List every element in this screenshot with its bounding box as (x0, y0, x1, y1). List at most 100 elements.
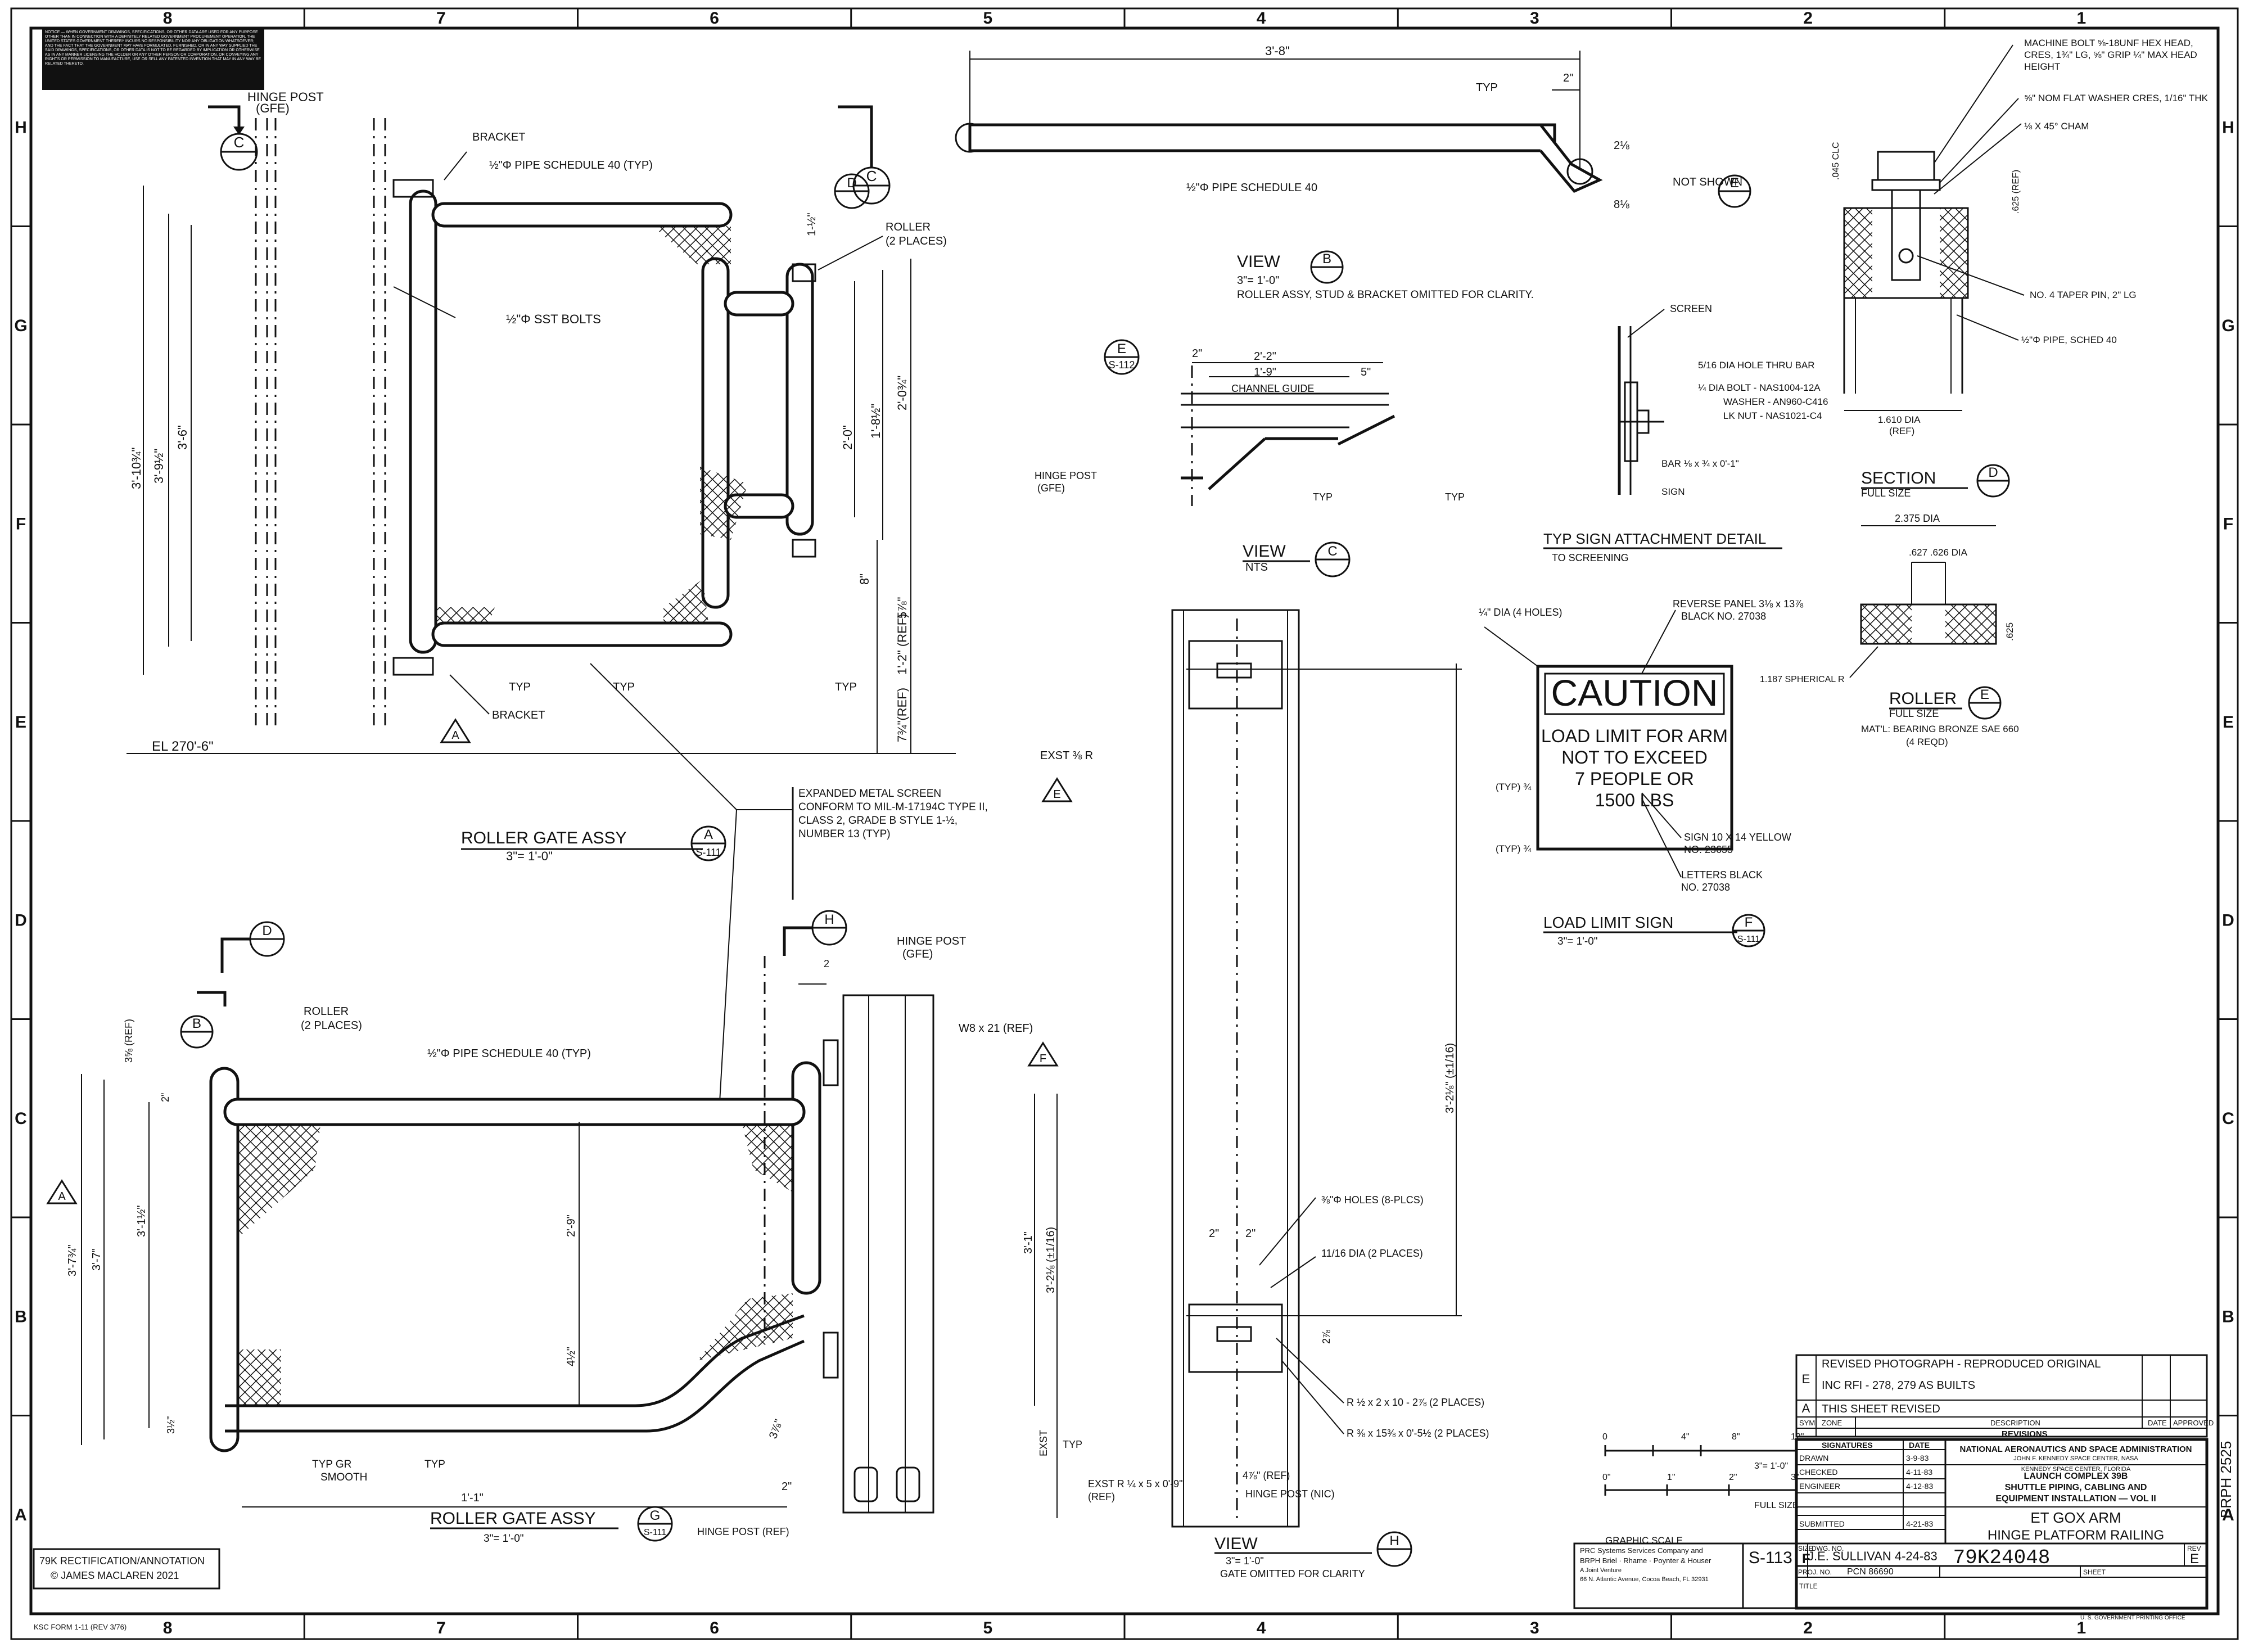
rev-desc: THIS SHEET REVISED (1822, 1403, 1940, 1415)
sheet-label: SHEET (2083, 1568, 2106, 1576)
hinge-post-label: HINGE POST (NIC) (1245, 1488, 1335, 1500)
rev-label: REV (2187, 1545, 2201, 1552)
caution-text: CAUTION (1551, 672, 1718, 714)
typ-label: TYP (613, 681, 635, 693)
roller-places-label: (2 PLACES) (886, 235, 947, 247)
smooth-label: SMOOTH (320, 1472, 367, 1483)
rev-head: SYM (1799, 1419, 1815, 1427)
dim-label: 3'-9½" (152, 449, 166, 484)
zone-row-label: B (15, 1307, 27, 1326)
sign-line-2: NOT TO EXCEED (1561, 747, 1708, 768)
bar-label: BAR ⅛ x ¾ x 0'-1" (1661, 458, 1739, 469)
view-ref-letter: G (650, 1508, 661, 1523)
gfe-label: (GFE) (256, 101, 290, 115)
thk-label: .625 (2004, 622, 2015, 641)
section-letter: D (262, 923, 272, 938)
expanded-metal-note (590, 663, 794, 1103)
roller-label: ROLLER (886, 221, 931, 233)
section-letter: D (1988, 465, 1998, 480)
credit-line: 79K RECTIFICATION/ANNOTATION (39, 1555, 205, 1567)
hinge-post-label: HINGE POST (1035, 470, 1097, 481)
govt-print: U. S. GOVERNMENT PRINTING OFFICE (2080, 1615, 2185, 1621)
checked-label: CHECKED (1799, 1468, 1837, 1477)
rev-head: APPROVED (2173, 1419, 2214, 1427)
dim-label: 2" (1563, 72, 1573, 84)
date-value: 4-12-83 (1906, 1482, 1933, 1491)
view-ref-letter: H (1389, 1533, 1399, 1549)
roller-label: ROLLER (304, 1005, 349, 1018)
typ-label: TYP (1063, 1439, 1082, 1450)
bolts-label: ½"Φ SST BOLTS (506, 312, 601, 326)
typ-gr-label: TYP GR (312, 1459, 351, 1470)
section-letter: C (866, 168, 877, 184)
agency-name: NATIONAL AERONAUTICS AND SPACE ADMINISTR… (1959, 1445, 2192, 1454)
view-title: VIEW (1243, 542, 1286, 561)
engineer-label: ENGINEER (1799, 1482, 1840, 1491)
rev-sym: E (1802, 1372, 1810, 1386)
black-label: BLACK NO. 27038 (1681, 611, 1766, 622)
zone-row-label: A (15, 1506, 27, 1524)
section-letter: E (1730, 175, 1739, 191)
hole-label: 5/16 DIA HOLE THRU BAR (1698, 360, 1815, 371)
screen-label: SCREEN (1670, 303, 1712, 314)
bracket-label-lower: BRACKET (492, 709, 545, 721)
roller-scale: FULL SIZE (1889, 708, 1939, 719)
section-scale: FULL SIZE (1861, 488, 1911, 499)
firm-line: BRPH Briel · Rhame · Poynter & Houser (1580, 1556, 1711, 1565)
dim-label: 3'-8" (1265, 44, 1290, 58)
dim-label: 8⅛ (1614, 198, 1629, 211)
dim-label: 3'-1½" (136, 1205, 148, 1237)
dim-label: 3'-7¾" (66, 1244, 79, 1276)
sign-letter: F (1745, 915, 1753, 930)
view-note: GATE OMITTED FOR CLARITY (1220, 1568, 1365, 1579)
sign-title: LOAD LIMIT SIGN (1543, 914, 1673, 931)
dia-inner-label: .627 .626 DIA (1909, 547, 1968, 558)
zone-column-label: 4 (1257, 9, 1266, 28)
zone-row-label: A (2222, 1506, 2234, 1524)
zone-row-label: C (15, 1109, 27, 1128)
zone-row-label: G (2221, 317, 2234, 335)
typ-label: TYP (509, 681, 531, 693)
dim-label: 3⅞" (767, 1418, 785, 1440)
pipe-label: ½"Φ PIPE SCHEDULE 40 (1186, 182, 1317, 194)
dia-outer-label: 2.375 DIA (1895, 513, 1940, 524)
view-title: ROLLER GATE ASSY (430, 1509, 596, 1528)
clc-label: .045 CLC (1831, 142, 1841, 180)
exst-plate-label: EXST R ¼ x 5 x 0'-9" (1088, 1478, 1183, 1489)
pipe-label: ½"Φ PIPE SCHEDULE 40 (TYP) (489, 159, 653, 171)
hinge-post-label: HINGE POST (897, 935, 966, 947)
dia-label: 11/16 DIA (2 PLACES) (1321, 1248, 1423, 1259)
view-note: ROLLER ASSY, STUD & BRACKET OMITTED FOR … (1237, 289, 1534, 301)
zone-column-label: 8 (163, 9, 173, 28)
letters-no-label: NO. 27038 (1681, 882, 1730, 893)
roller-gate-assy-bottom (81, 956, 1058, 1518)
date-value: 3-9-83 (1906, 1454, 1929, 1463)
typ-label: TYP (1476, 82, 1498, 94)
ref-label: (REF) (1088, 1491, 1115, 1502)
rev-head: DESCRIPTION (1990, 1419, 2040, 1427)
scale-label: 3"= 1'-0" (1754, 1461, 1788, 1471)
exst-label: EXST (1038, 1430, 1049, 1456)
flag-letter: F (1040, 1053, 1046, 1065)
view-title: VIEW (1237, 252, 1280, 271)
pin-callout: NO. 4 TAPER PIN, 2" LG (2030, 290, 2137, 300)
zone-column-label: 2 (1803, 9, 1813, 28)
section-letter: D (847, 175, 856, 191)
center-location: KENNEDY SPACE CENTER, FLORIDA (2021, 1466, 2131, 1473)
firm-line: A Joint Venture (1580, 1567, 1622, 1574)
dim-label: 4⅞" (REF) (1243, 1470, 1290, 1481)
view-scale: 3"= 1'-0" (1226, 1555, 1264, 1567)
dim-label: 2" (1245, 1227, 1256, 1240)
rev-head: ZONE (1822, 1419, 1842, 1427)
view-ref-letter: A (704, 827, 713, 842)
sign-yellow-label: SIGN 10 X 14 YELLOW (1684, 832, 1791, 843)
zone-column-label: 6 (710, 1619, 719, 1637)
notice-box: NOTICE — WHEN GOVERNMENT DRAWINGS, SPECI… (42, 28, 264, 90)
expanded-metal-text: EXPANDED METAL SCREEN CONFORM TO MIL-M-1… (798, 788, 988, 840)
rev-value: E (2190, 1551, 2199, 1567)
section-letter: C (234, 134, 245, 151)
dim-label: 3'-10¾" (129, 448, 143, 489)
pcn-value: PCN 86690 (1847, 1567, 1894, 1577)
